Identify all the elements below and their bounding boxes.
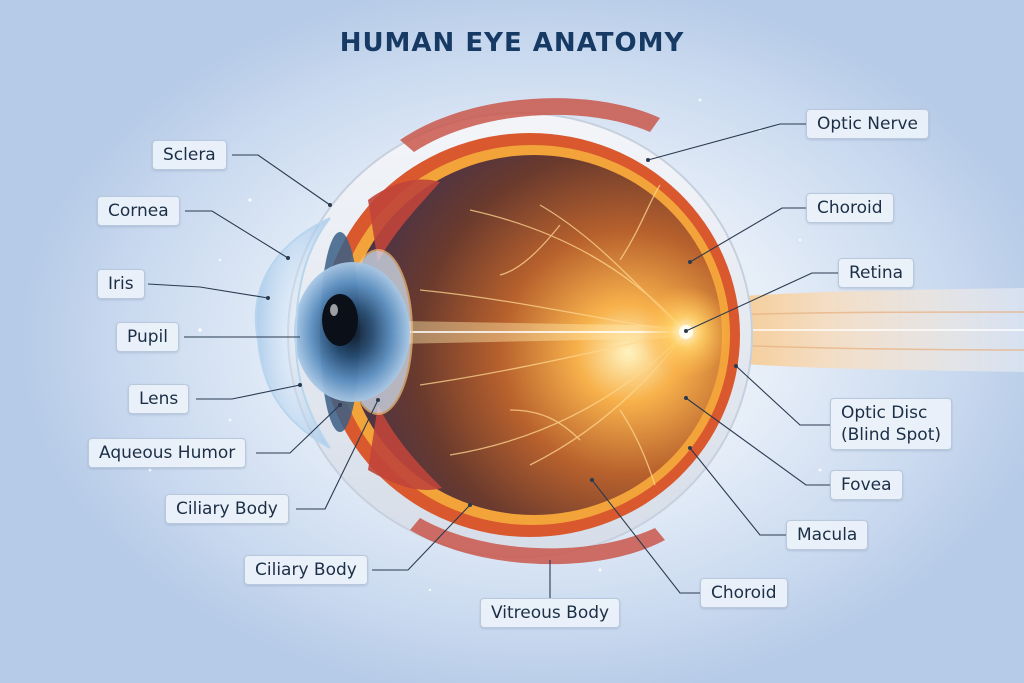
leader-fovea [685,397,830,486]
vitreous-body-shape [346,155,722,515]
leader-choroid-bottom [591,479,700,594]
leader-choroid-top [689,207,806,263]
label-choroid-bottom: Choroid [700,578,788,608]
label-optic-nerve: Optic Nerve [806,109,929,139]
label-retina: Retina [838,258,915,288]
label-sclera: Sclera [152,140,227,170]
leader-retina [685,272,838,332]
label-cornea: Cornea [97,196,180,226]
leader-ciliary-body-2 [372,504,471,571]
label-fovea: Fovea [830,470,903,500]
label-iris: Iris [97,269,145,299]
label-choroid-top: Choroid [806,193,894,223]
label-optic-disc: Optic Disc (Blind Spot) [830,398,952,450]
leader-lens [196,384,301,400]
leader-lines [147,123,838,598]
leader-sclera [232,154,331,206]
label-optic-disc-line1: Optic Disc [841,403,928,423]
leader-dots [266,158,738,507]
label-vitreous-body: Vitreous Body [480,598,621,628]
leader-optic-nerve [647,123,806,161]
label-macula: Macula [786,520,869,550]
leader-optic-disc [735,365,830,426]
label-ciliary-body-2: Ciliary Body [244,555,368,585]
label-ciliary-body-1: Ciliary Body [165,494,289,524]
label-pupil: Pupil [116,322,179,352]
label-lens: Lens [128,384,190,414]
diagram-title: HUMAN EYE ANATOMY [339,28,685,58]
label-aqueous-humor: Aqueous Humor [88,438,247,468]
leader-macula [689,447,786,536]
leader-ciliary-body-1 [296,399,379,510]
leader-iris [147,283,269,299]
leader-aqueous-humor [256,404,341,454]
label-optic-disc-line2: (Blind Spot) [841,425,941,445]
pupil-shape [322,294,358,346]
leader-cornea [185,210,289,259]
